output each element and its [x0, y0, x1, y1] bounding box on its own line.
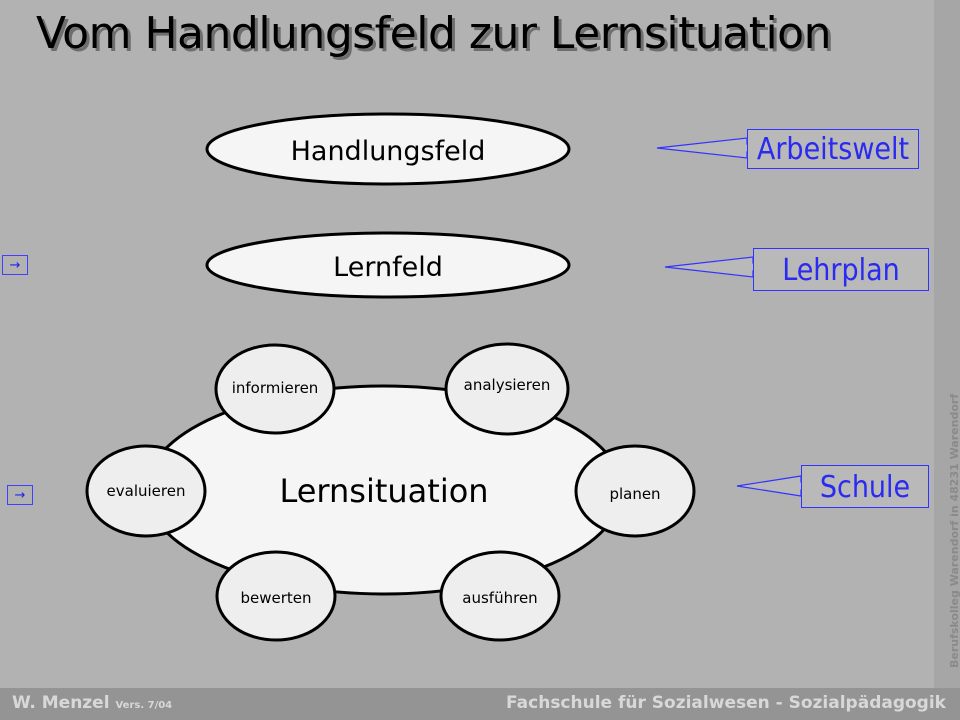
footer-author-block: W. Menzel Vers. 7/04: [12, 693, 172, 713]
ausfuehren-label: ausführen: [462, 589, 537, 607]
planen-label: planen: [609, 485, 660, 503]
ausfuehren-ellipse: [439, 550, 561, 642]
lernfeld-ellipse: [205, 231, 571, 299]
lehrplan-label: Lehrplan: [753, 248, 929, 291]
lernsituation-label: Lernsituation: [279, 472, 488, 510]
planen-ellipse: [574, 444, 696, 538]
footer-version: Vers. 7/04: [115, 700, 173, 711]
lehrplan-arrow: [664, 256, 759, 278]
nav-arrow-button-lernfeld[interactable]: →: [2, 255, 28, 275]
analysieren-ellipse: [444, 342, 570, 436]
footer-school: Fachschule für Sozialwesen - Sozialpädag…: [506, 693, 946, 713]
right-strip: [934, 0, 960, 688]
informieren-label: informieren: [232, 379, 319, 397]
analysieren-label: analysieren: [464, 376, 551, 394]
arbeitswelt-arrow: [656, 137, 753, 159]
handlungsfeld-label: Handlungsfeld: [291, 136, 486, 167]
nav-arrow-button-lernsituation[interactable]: →: [7, 485, 33, 505]
handlungsfeld-ellipse: [205, 112, 571, 186]
footer: W. Menzel Vers. 7/04 Fachschule für Sozi…: [0, 688, 960, 720]
evaluieren-ellipse: [85, 444, 207, 538]
informieren-ellipse: [214, 343, 336, 435]
schule-label: Schule: [801, 465, 929, 508]
evaluieren-label: evaluieren: [107, 482, 186, 500]
lernfeld-label: Lernfeld: [333, 252, 443, 283]
bewerten-label: bewerten: [240, 589, 311, 607]
diagram: Handlungsfeld Lernfeld Lernsituation inf…: [85, 112, 807, 642]
schule-arrow: [736, 475, 807, 497]
bewerten-ellipse: [215, 550, 337, 642]
arbeitswelt-label: Arbeitswelt: [747, 129, 919, 169]
footer-author: W. Menzel: [12, 693, 110, 713]
page-title: Vom Handlungsfeld zur Lernsituation: [36, 8, 831, 59]
